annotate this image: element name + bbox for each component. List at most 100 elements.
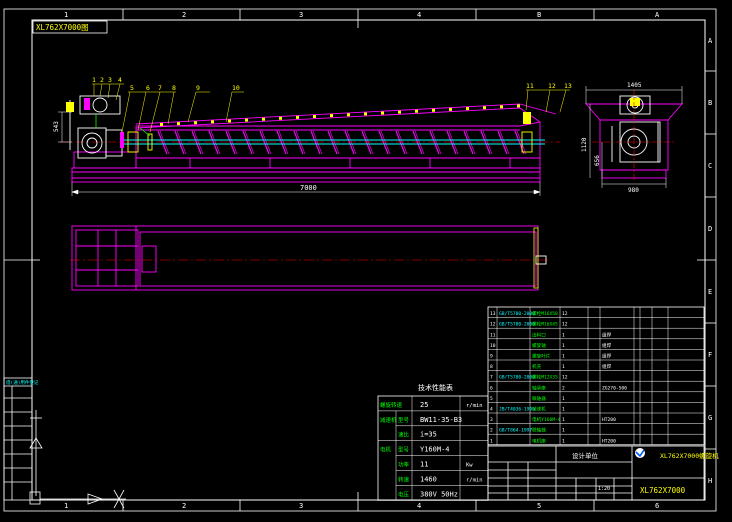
parts-table-cell: 螺栓M16X50 <box>532 310 558 317</box>
bolt-mark <box>245 118 248 122</box>
row-label: H <box>708 477 712 485</box>
bolt-mark <box>483 106 486 110</box>
parts-table-cell: 轴承座 <box>532 384 546 391</box>
part-label: 8 <box>172 84 176 92</box>
corner-code: XL762X7000图 <box>36 23 89 32</box>
flight-line <box>242 130 253 155</box>
flight-line <box>259 130 270 155</box>
dim-axis-height: 656 <box>594 155 601 166</box>
parts-table-cell: 12 <box>562 311 568 317</box>
col-label: A <box>655 11 660 19</box>
parts-table-cell: GB/T5780-2000 <box>499 311 535 317</box>
flight-line <box>210 130 221 155</box>
flight-line <box>225 130 236 155</box>
part-label: 7 <box>158 84 162 92</box>
row-label: C <box>708 162 712 170</box>
flight-line <box>327 130 338 155</box>
parts-table-cell: 1 <box>562 417 565 423</box>
parts-table-cell: 4 <box>490 407 493 413</box>
parts-table-cell: 1 <box>562 438 565 444</box>
dim-total-length: 7000 <box>300 184 317 192</box>
row-label: F <box>708 351 712 359</box>
parts-table-cell: 组焊 <box>602 331 612 338</box>
parts-table-cell: 12 <box>562 322 568 328</box>
left-strip <box>3 377 41 505</box>
parts-table-cell: 5 <box>490 396 493 402</box>
col-label: 2 <box>182 502 186 510</box>
parts-table-cell: 出料口 <box>532 331 546 338</box>
spec-table-cell: i=35 <box>420 431 437 439</box>
spec-table-cell: 转速 <box>398 475 410 483</box>
part-label: 3 <box>108 76 112 84</box>
bolt-mark <box>432 108 435 112</box>
part-leaders <box>92 83 570 133</box>
parts-table-cell: GB/T5780-2000 <box>499 322 535 328</box>
flight-line <box>312 130 323 155</box>
flight-line <box>429 130 440 155</box>
spec-table-cell: r/min <box>466 477 483 483</box>
part-label: 11 <box>526 82 534 90</box>
parts-table-cell: 电机Y160M-4 <box>532 416 561 423</box>
flight-line <box>397 130 408 155</box>
parts-table-cell: JB/T4036-1996 <box>499 407 535 413</box>
flight-line <box>412 130 423 155</box>
arrow-symbols <box>29 410 126 509</box>
part-label: 4 <box>118 76 122 84</box>
parts-table-cell: 11 <box>490 332 496 338</box>
col-label: 1 <box>64 502 68 510</box>
flight-line <box>227 130 238 155</box>
parts-table-cell: 12 <box>490 322 496 328</box>
flight-line <box>499 130 510 155</box>
parts-table-cell: 8 <box>490 364 493 370</box>
part-label: 10 <box>232 84 240 92</box>
parts-table-cell: 1 <box>562 332 565 338</box>
flight-line <box>261 130 272 155</box>
parts-table-cell: 减速机 <box>532 406 546 413</box>
spec-table-cell: 电压 <box>398 490 410 498</box>
spec-table-cell: Y160M-4 <box>420 446 450 454</box>
company-name: 设计单位 <box>572 451 599 460</box>
title-block: 设计单位 XL762X7000螺旋机 XL762X7000 1:20 <box>487 445 719 501</box>
flight-line <box>465 130 476 155</box>
flight-line <box>446 130 457 155</box>
parts-table-cell: 机壳 <box>532 363 542 370</box>
flight-line <box>244 130 255 155</box>
flight-line <box>414 130 425 155</box>
spec-table-cell: BW11-35-B3 <box>420 416 462 424</box>
row-label: D <box>708 225 712 233</box>
flight-line <box>193 130 204 155</box>
bolt-mark <box>177 122 180 126</box>
parts-table-cell: 12 <box>562 375 568 381</box>
flight-line <box>395 130 406 155</box>
flight-line <box>329 130 340 155</box>
flight-line <box>346 130 357 155</box>
col-label: 3 <box>299 11 303 19</box>
parts-table-cell: GB/T864-1997 <box>499 428 532 434</box>
parts-table-cell: 9 <box>490 354 493 360</box>
parts-table-cell: 10 <box>490 343 496 349</box>
bolt-marks <box>160 104 520 126</box>
flight-line <box>497 130 508 155</box>
parts-table-cell: 1 <box>562 364 565 370</box>
flight-line <box>480 130 491 155</box>
flight-line <box>361 130 372 155</box>
flight-line <box>363 130 374 155</box>
bolt-mark <box>313 115 316 118</box>
spec-table-cell: 1460 <box>420 475 437 483</box>
flight-line <box>293 130 304 155</box>
parts-table-cell: 13 <box>490 311 496 317</box>
bolt-mark <box>330 114 333 118</box>
part-numbers: 1 2 3 4 5 6 7 8 9 10 11 12 13 <box>92 76 572 92</box>
dim-height: 1120 <box>581 137 588 152</box>
dim-top-width: 1405 <box>627 82 642 89</box>
flight-line <box>448 130 459 155</box>
trough-outline <box>135 121 541 169</box>
col-label: 2 <box>182 11 186 19</box>
parts-table-cell: 螺旋叶片 <box>532 353 551 360</box>
parts-table-cell: 组焊 <box>602 353 612 360</box>
dim-left-height: 543 <box>53 121 60 132</box>
bolt-mark <box>262 117 265 121</box>
col-label: 5 <box>537 502 541 510</box>
part-label: 2 <box>100 76 104 84</box>
